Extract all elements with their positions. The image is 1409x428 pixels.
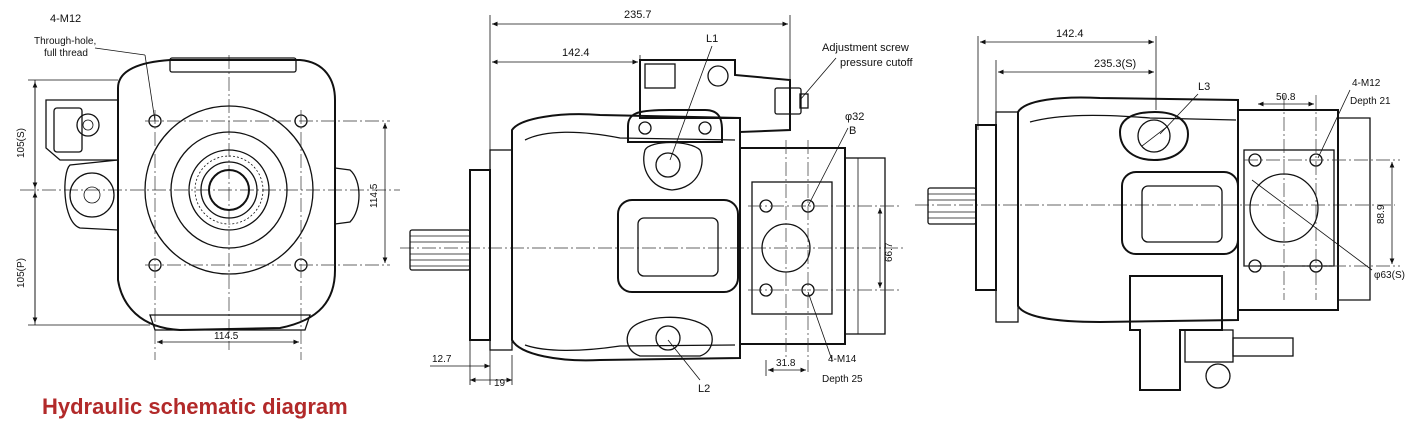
rear-view (915, 36, 1400, 391)
side-port-l2: L2 (698, 383, 710, 395)
side-adjust-line-1: Adjustment screw (822, 42, 909, 54)
side-dim-overall: 235.7 (624, 9, 652, 21)
front-dim-bottom: 114.5 (214, 331, 239, 342)
side-port-l1: L1 (706, 33, 718, 45)
side-dim-shaft-1: 12.7 (432, 354, 452, 365)
side-dim-flange: 142.4 (562, 47, 590, 59)
rear-port-l3: L3 (1198, 81, 1210, 93)
front-dim-upper: 105(S) (16, 128, 27, 158)
side-dim-port-spacing: 31.8 (776, 358, 796, 369)
rear-thread-spec: 4-M12 (1352, 78, 1381, 89)
front-dim-lower: 105(P) (16, 258, 27, 288)
side-adjust-line-2: pressure cutoff (840, 57, 914, 69)
side-dim-shaft-2: 19 (494, 378, 506, 389)
side-view-labels: 235.7 142.4 L1 Adjustment screw pressure… (432, 9, 914, 395)
side-port-b: B (849, 125, 856, 137)
front-thread-note-1: Through-hole, (34, 36, 96, 47)
rear-dim-port-spacing: 50.8 (1276, 92, 1296, 103)
side-thread-spec: 4-M14 (828, 354, 857, 365)
rear-dim-overall: 235.3(S) (1094, 58, 1136, 70)
front-thread-note-2: full thread (44, 48, 88, 59)
front-dim-right: 114.5 (369, 183, 380, 208)
side-thread-depth: Depth 25 (822, 374, 863, 385)
side-port-dia: φ32 (845, 111, 864, 123)
rear-dim-flange: 142.4 (1056, 28, 1084, 40)
side-view (400, 15, 905, 385)
front-thread-spec: 4-M12 (50, 13, 81, 25)
rear-thread-depth: Depth 21 (1350, 96, 1391, 107)
rear-dim-port-height: 88.9 (1376, 204, 1387, 224)
diagram-caption: Hydraulic schematic diagram (42, 394, 348, 419)
front-view (20, 47, 400, 360)
side-dim-port-height: 66.7 (884, 242, 895, 262)
rear-port-dia: φ63(S) (1374, 270, 1405, 281)
rear-view-labels: 142.4 235.3(S) L3 50.8 4-M12 Depth 21 88… (1056, 28, 1405, 281)
front-view-labels: 4-M12 Through-hole, full thread 105(S) 1… (16, 13, 380, 342)
